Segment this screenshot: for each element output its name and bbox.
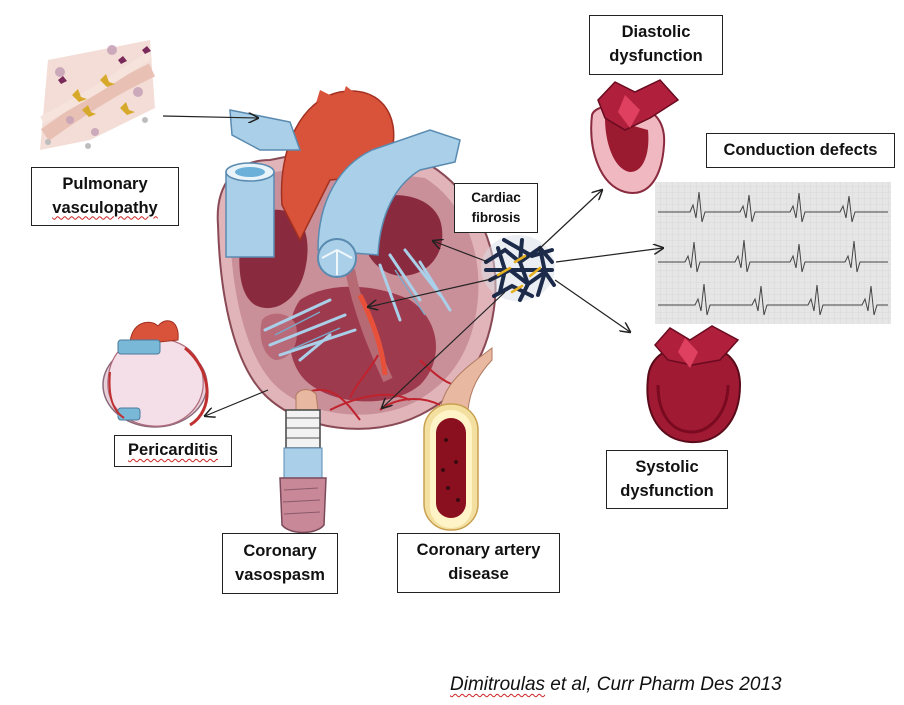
ecg-strip-image — [655, 182, 891, 324]
fibrosis-network-image — [481, 235, 556, 302]
arrow-fibrosis-to-left-atrium — [433, 241, 489, 263]
vasospasm-vessel-image — [279, 389, 327, 534]
label-systolic-line2: dysfunction — [620, 481, 714, 500]
label-fibrosis-line2: fibrosis — [471, 210, 521, 225]
label-pericarditis: Pericarditis — [114, 435, 232, 467]
label-cad-line2: disease — [448, 565, 509, 583]
pericarditis-heart-image — [102, 320, 209, 428]
arrow-to-heart — [162, 116, 258, 118]
systolic-heart-image — [646, 325, 742, 444]
arrow-to-pericarditis — [205, 389, 269, 416]
arrow-to-ecg — [555, 248, 663, 263]
label-vasospasm-line2: vasospasm — [235, 565, 325, 584]
label-coronary-vasospasm: Coronary vasospasm — [222, 533, 338, 594]
arrow-fibrosis-to-septum — [368, 277, 497, 307]
label-fibrosis-line1: Cardiac — [471, 190, 521, 206]
citation-author: Dimitroulas — [450, 674, 546, 695]
label-cad-line1: Coronary artery — [416, 541, 541, 560]
label-systolic-line1: Systolic — [635, 457, 699, 476]
label-systolic-dysfunction: Systolic dysfunction — [606, 450, 728, 509]
label-cardiac-fibrosis: Cardiac fibrosis — [454, 183, 538, 233]
citation: Dimitroulas et al, Curr Pharm Des 2013 — [450, 674, 782, 696]
label-diastolic-line1: Diastolic — [621, 23, 691, 42]
diastolic-heart-image — [590, 79, 680, 194]
heart-cross-section — [216, 86, 497, 430]
arrow-fibrosis-to-ventricle — [382, 291, 506, 408]
label-coronary-artery-disease: Coronary artery disease — [397, 533, 560, 593]
citation-rest: et al, Curr Pharm Des 2013 — [545, 674, 782, 695]
arrows — [162, 116, 663, 416]
label-vasospasm-line1: Coronary — [243, 541, 317, 560]
pulmonary-vessel-image — [40, 40, 156, 150]
label-diastolic-dysfunction: Diastolic dysfunction — [589, 15, 723, 75]
label-pulmonary-line2: vasculopathy — [52, 198, 158, 217]
label-conduction-defects: Conduction defects — [706, 133, 895, 168]
label-pericarditis-text: Pericarditis — [128, 441, 218, 460]
label-pulmonary-line1: Pulmonary — [62, 174, 148, 193]
cad-vessel-image — [423, 346, 493, 531]
arrow-to-systolic — [554, 279, 630, 332]
label-conduction-text: Conduction defects — [723, 140, 878, 159]
label-pulmonary-vasculopathy: Pulmonary vasculopathy — [31, 167, 179, 226]
label-diastolic-line2: dysfunction — [609, 47, 703, 65]
arrow-to-diastolic — [537, 190, 602, 251]
